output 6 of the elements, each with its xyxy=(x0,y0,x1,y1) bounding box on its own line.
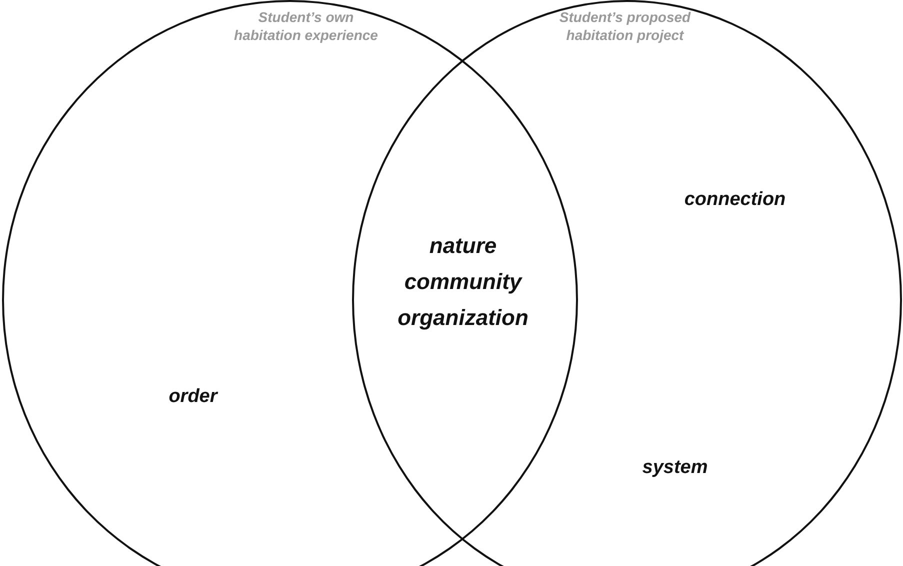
circle-term: connection xyxy=(683,189,787,211)
overlap-term: nature community organization xyxy=(396,232,530,332)
circle-heading: Student’s proposed habitation project xyxy=(558,8,692,44)
circle-term: order xyxy=(168,386,219,408)
circle-term: system xyxy=(641,457,709,479)
circle-heading: Student’s own habitation experience xyxy=(233,8,379,44)
